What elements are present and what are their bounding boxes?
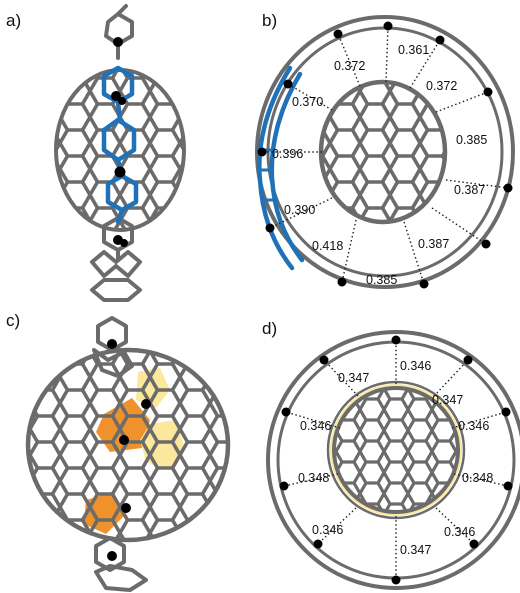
distance-label: 0.418 [312, 239, 343, 253]
distance-label: 0.346 [300, 419, 331, 433]
distance-label: 0.346 [312, 523, 343, 537]
distance-label: 0.346 [444, 525, 475, 539]
nanoring-stack-c [92, 316, 148, 592]
distance-label: 0.361 [398, 43, 429, 57]
distance-labels-b: 0.361 0.372 0.372 0.370 0.385 0.396 0.38… [272, 43, 487, 287]
distance-label: 0.390 [284, 203, 315, 217]
distance-label: 0.396 [272, 147, 303, 161]
distance-label: 0.348 [462, 471, 493, 485]
centroid-dots-c [107, 339, 151, 561]
centroid-dots-d [279, 335, 513, 585]
panel-label-c: c) [6, 311, 20, 330]
distance-label: 0.370 [292, 95, 323, 109]
fullerene-cage-d [326, 380, 466, 520]
distance-label: 0.347 [400, 543, 431, 557]
distance-label: 0.385 [456, 133, 487, 147]
distance-lines-b [262, 25, 509, 285]
fullerene-cage-b [318, 79, 448, 225]
panel-label-d: d) [262, 319, 277, 338]
distance-label: 0.348 [298, 471, 329, 485]
centroid-dots-b [257, 21, 513, 289]
distance-label: 0.372 [334, 59, 365, 73]
distance-label: 0.387 [454, 183, 485, 197]
distance-label: 0.347 [432, 393, 463, 407]
distance-label: 0.372 [426, 79, 457, 93]
panel-a: a) [6, 4, 186, 302]
centroid-dots-a [111, 37, 128, 247]
panel-label-a: a) [6, 11, 21, 30]
distance-label: 0.385 [366, 273, 397, 287]
distance-lines-d [283, 340, 509, 580]
fullerene-cage-c [25, 347, 231, 543]
distance-label: 0.346 [400, 359, 431, 373]
panel-d: d) [262, 319, 520, 590]
panel-c: c) [6, 311, 231, 592]
distance-label: 0.387 [418, 237, 449, 251]
distance-label: 0.347 [338, 371, 369, 385]
panel-label-b: b) [262, 11, 277, 30]
distance-labels-d: 0.346 0.347 0.347 0.346 0.346 0.348 0.34… [298, 359, 493, 557]
panel-b: b) [255, 11, 515, 289]
distance-label: 0.346 [458, 419, 489, 433]
